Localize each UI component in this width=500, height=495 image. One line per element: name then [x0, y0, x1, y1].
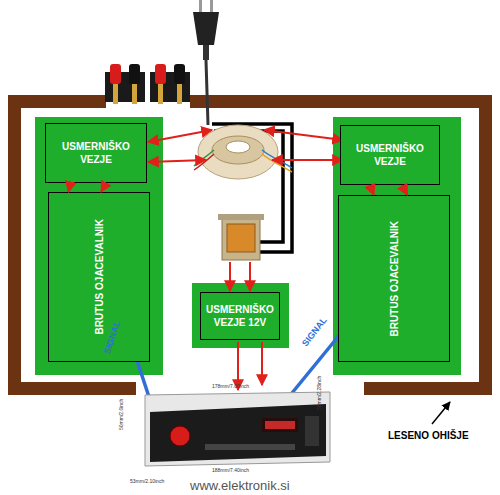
- supply-connector: [101, 183, 106, 192]
- supply-arrow: [148, 130, 343, 390]
- dimension-label: 53mm/2.10inch: [130, 478, 164, 484]
- node-label: BRUTUS OJACEVALNIK: [93, 219, 106, 334]
- dimension-label: 58mm/2.28inch: [316, 376, 322, 410]
- supply-connector: [68, 183, 70, 192]
- node-label: USMERNIŠKO VEZJE 12V: [201, 303, 279, 329]
- power-plug: [193, 0, 219, 125]
- dimension-label: 50mm/2.0inch: [118, 399, 124, 430]
- wooden-wall: [8, 95, 492, 395]
- rectifier-box: USMERNIŠKO VEZJE: [45, 123, 147, 183]
- node-label: BRUTUS OJACEVALNIK: [388, 221, 401, 336]
- dimension-label: 188mm/7.40inch: [212, 467, 249, 473]
- supply-connector: [402, 185, 407, 195]
- circuit-board: [35, 117, 461, 375]
- dimension-label: 178mm/7.00inch: [212, 383, 249, 389]
- toroidal-transformer: [194, 125, 292, 179]
- enclosure-label: LESENO OHIŠJE: [388, 430, 469, 441]
- car-radio: [145, 392, 330, 466]
- pointer-arrow: [432, 402, 450, 424]
- small-transformer: [218, 214, 264, 260]
- signal-label: SIGNAL: [300, 315, 329, 348]
- node-label: USMERNIŠKO VEZJE: [46, 140, 146, 166]
- amplifier-box: BRUTUS OJACEVALNIK: [48, 192, 150, 362]
- amplifier-box: BRUTUS OJACEVALNIK: [338, 195, 450, 362]
- rectifier-box: USMERNIŠKO VEZJE: [340, 125, 440, 185]
- rectifier-box: USMERNIŠKO VEZJE 12V: [200, 292, 280, 340]
- node-label: USMERNIŠKO VEZJE: [341, 142, 439, 168]
- watermark: www.elektronik.si: [190, 478, 290, 493]
- speaker-terminal: [105, 64, 190, 104]
- supply-connector: [370, 185, 374, 195]
